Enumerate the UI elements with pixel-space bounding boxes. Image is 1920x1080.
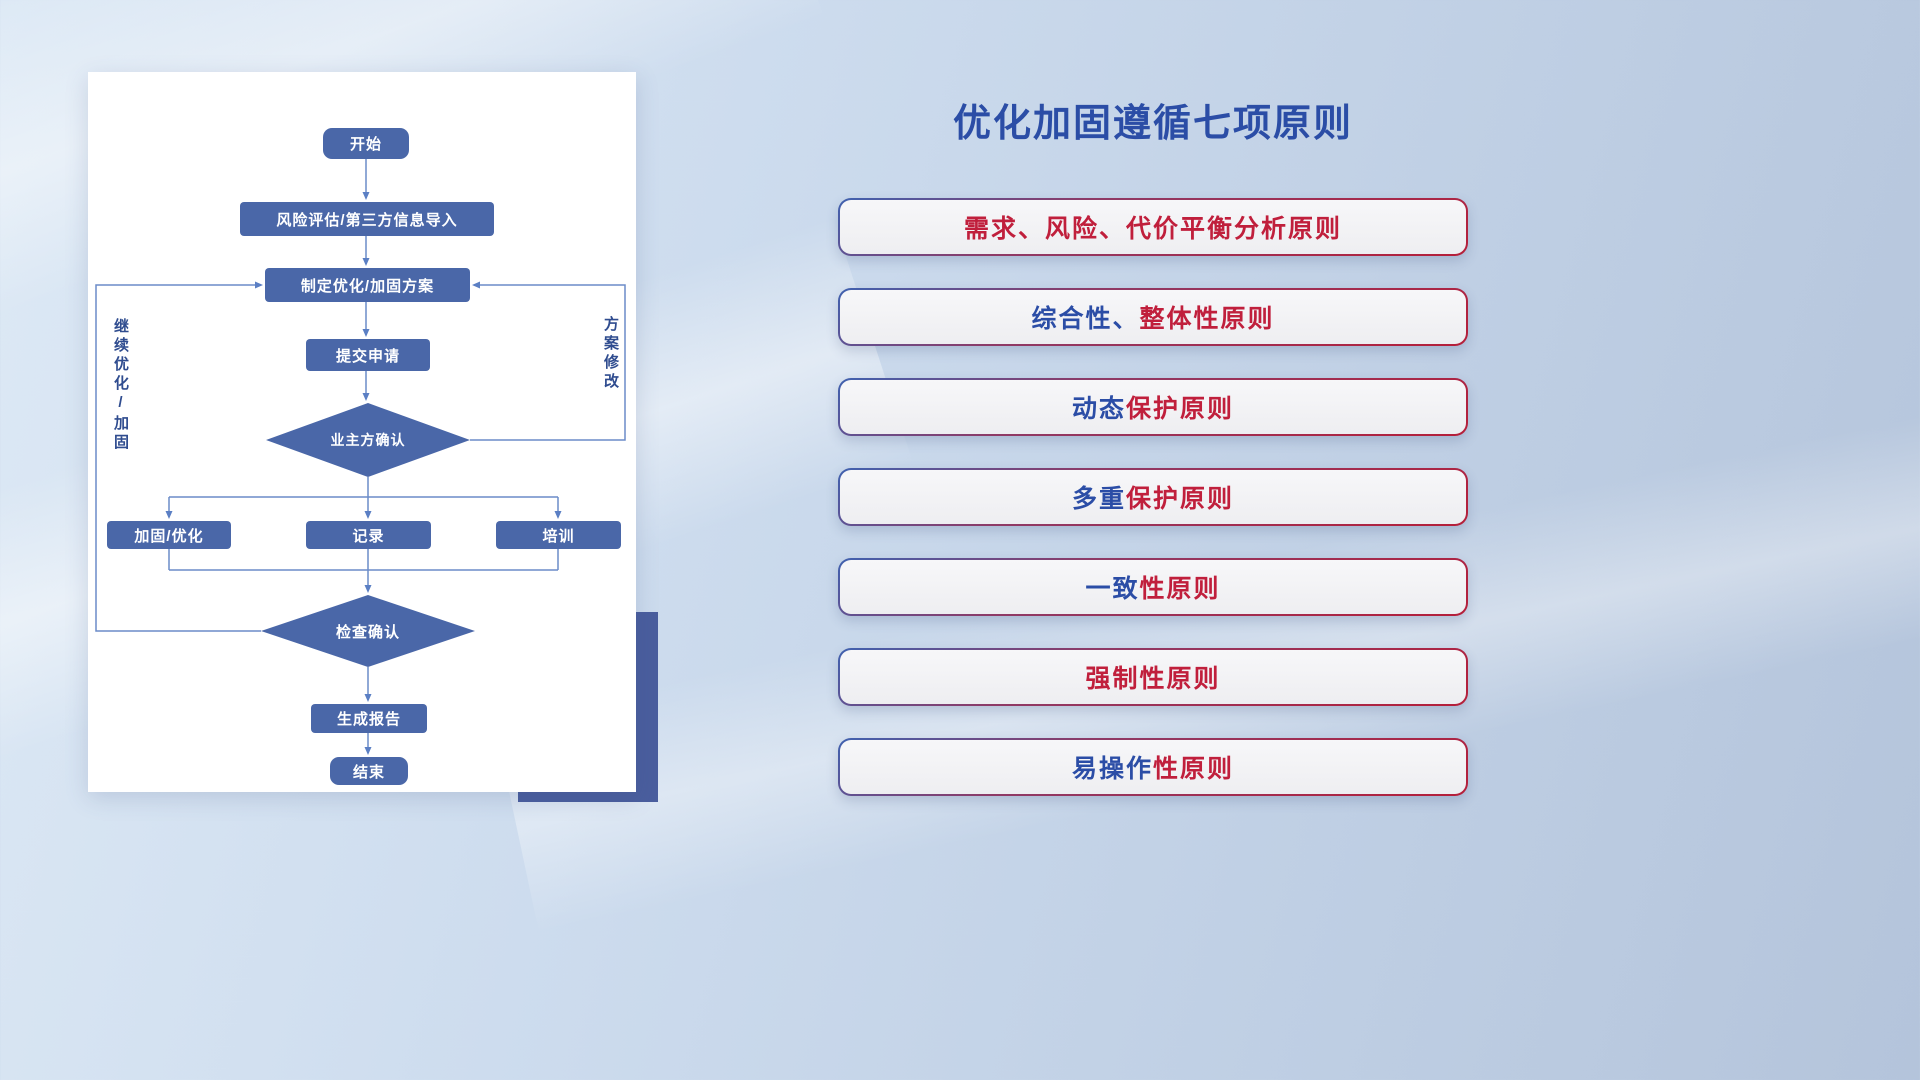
principle-pill: 综合性、整体性原则 [838,288,1468,346]
flow-node-risk-assessment: 风险评估/第三方信息导入 [240,202,494,236]
principle-text-segment: 性原则 [1153,755,1235,783]
principle-pill: 动态保护原则 [838,378,1468,436]
principle-text: 一致性原则 [840,560,1466,614]
principle-text-segment: 多重 [1071,485,1126,513]
principle-text-segment: 一致 [1085,575,1140,603]
flow-label-continue-optimize: 继续优化/加固 [112,318,129,453]
principle-pill: 一致性原则 [838,558,1468,616]
principle-text: 动态保护原则 [840,380,1466,434]
principle-pill: 多重保护原则 [838,468,1468,526]
principle-text-segment: 易操作 [1071,755,1153,783]
flow-node-submit-request: 提交申请 [306,339,430,371]
principles-list: 需求、风险、代价平衡分析原则综合性、整体性原则动态保护原则多重保护原则一致性原则… [838,198,1468,796]
flow-node-training: 培训 [496,521,621,549]
flow-node-make-plan: 制定优化/加固方案 [265,268,470,302]
flow-label-plan-revision: 方案修改 [602,316,619,392]
principle-text: 综合性、整体性原则 [840,290,1466,344]
flowchart-card: 开始 风险评估/第三方信息导入 制定优化/加固方案 提交申请 业主方确认 加固/… [88,72,636,792]
principle-text-segment: 保护原则 [1126,395,1235,423]
principle-text: 需求、风险、代价平衡分析原则 [840,200,1466,254]
flow-node-generate-report: 生成报告 [311,704,427,733]
page-title: 优化加固遵循七项原则 [952,103,1353,145]
principle-pill: 易操作性原则 [838,738,1468,796]
flow-node-record: 记录 [306,521,431,549]
principle-pill: 强制性原则 [838,648,1468,706]
flow-connectors [95,159,626,755]
principle-text: 强制性原则 [840,650,1466,704]
principle-text-segment: 整体性原则 [1139,305,1275,333]
principle-text-segment: 综合性、 [1031,305,1140,333]
flow-node-end: 结束 [330,757,408,785]
principle-text: 易操作性原则 [840,740,1466,794]
principle-text-segment: 保护原则 [1126,485,1235,513]
principle-text-segment: 性原则 [1139,575,1221,603]
principle-text-segment: 动态 [1071,395,1126,423]
flow-node-start: 开始 [323,128,409,159]
principle-text-segment: 强制性原则 [1085,665,1221,693]
flow-node-harden-optimize: 加固/优化 [107,521,231,549]
principles-panel: 优化加固遵循七项原则 需求、风险、代价平衡分析原则综合性、整体性原则动态保护原则… [838,0,1468,1080]
principle-pill: 需求、风险、代价平衡分析原则 [838,198,1468,256]
principle-text-segment: 需求、风险、代价平衡分析原则 [963,215,1342,243]
principle-text: 多重保护原则 [840,470,1466,524]
